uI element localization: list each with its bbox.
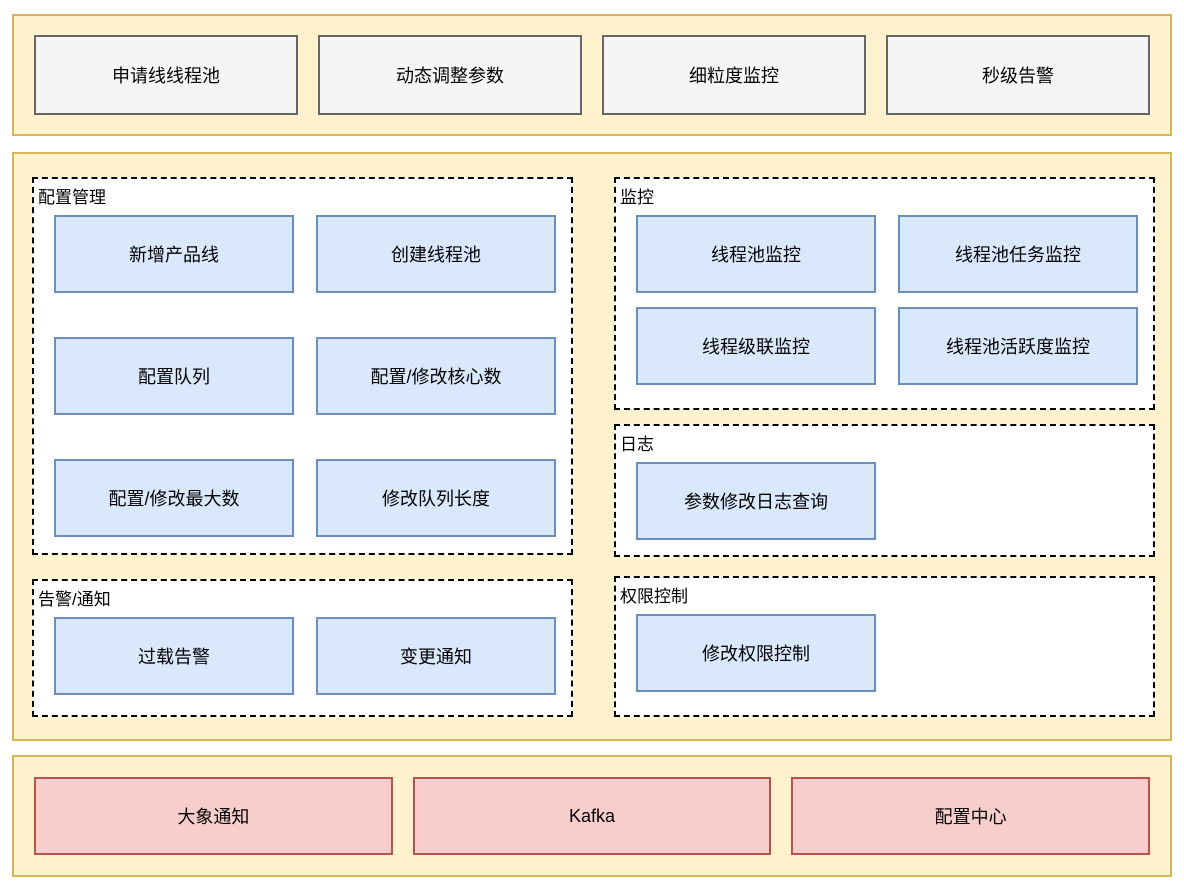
section-permission-control: 权限控制 修改权限控制: [614, 576, 1155, 717]
module-box-thread-pool-activity-monitoring: 线程池活跃度监控: [898, 307, 1138, 385]
section-alarm-notification: 告警/通知 过载告警 变更通知: [32, 579, 573, 717]
feature-box-apply-thread-pool: 申请线线程池: [34, 35, 298, 115]
section-alarm-notification-title: 告警/通知: [38, 590, 111, 609]
feature-box-dynamic-adjust-params: 动态调整参数: [318, 35, 582, 115]
module-box-modify-permission-control: 修改权限控制: [636, 614, 876, 692]
top-capability-band: 申请线线程池 动态调整参数 细粒度监控 秒级告警: [12, 14, 1172, 136]
module-box-modify-queue-length: 修改队列长度: [316, 459, 556, 537]
module-box-configure-max-count: 配置/修改最大数: [54, 459, 294, 537]
module-box-thread-pool-task-monitoring: 线程池任务监控: [898, 215, 1138, 293]
section-monitoring-title: 监控: [620, 188, 654, 207]
section-config-management: 配置管理 新增产品线 创建线程池 配置队列 配置/修改核心数 配置/修改最大数 …: [32, 177, 573, 555]
module-box-add-product-line: 新增产品线: [54, 215, 294, 293]
section-config-management-title: 配置管理: [38, 188, 106, 207]
section-monitoring: 监控 线程池监控 线程池任务监控 线程级联监控 线程池活跃度监控: [614, 177, 1155, 410]
section-log-title: 日志: [620, 435, 654, 454]
section-log: 日志 参数修改日志查询: [614, 424, 1155, 557]
module-box-configure-queue: 配置队列: [54, 337, 294, 415]
feature-box-fine-grained-monitoring: 细粒度监控: [602, 35, 866, 115]
feature-box-second-level-alarm: 秒级告警: [886, 35, 1150, 115]
module-box-param-change-log-query: 参数修改日志查询: [636, 462, 876, 540]
module-box-thread-cascade-monitoring: 线程级联监控: [636, 307, 876, 385]
infra-box-config-center: 配置中心: [791, 777, 1151, 855]
section-config-management-grid: 新增产品线 创建线程池 配置队列 配置/修改核心数 配置/修改最大数 修改队列长…: [54, 215, 556, 537]
section-alarm-notification-grid: 过载告警 变更通知: [54, 617, 556, 695]
module-box-overload-alarm: 过载告警: [54, 617, 294, 695]
section-permission-control-title: 权限控制: [620, 587, 688, 606]
bottom-infrastructure-band: 大象通知 Kafka 配置中心: [12, 755, 1172, 877]
infra-box-kafka: Kafka: [412, 777, 772, 855]
module-box-configure-core-count: 配置/修改核心数: [316, 337, 556, 415]
section-permission-control-grid: 修改权限控制: [636, 614, 1138, 692]
section-monitoring-grid: 线程池监控 线程池任务监控 线程级联监控 线程池活跃度监控: [636, 215, 1138, 385]
middle-function-band: 配置管理 新增产品线 创建线程池 配置队列 配置/修改核心数 配置/修改最大数 …: [12, 152, 1172, 741]
infra-box-daxiang-notification: 大象通知: [34, 777, 393, 855]
module-box-change-notification: 变更通知: [316, 617, 556, 695]
module-box-thread-pool-monitoring: 线程池监控: [636, 215, 876, 293]
module-box-create-thread-pool: 创建线程池: [316, 215, 556, 293]
section-log-grid: 参数修改日志查询: [636, 462, 1138, 540]
